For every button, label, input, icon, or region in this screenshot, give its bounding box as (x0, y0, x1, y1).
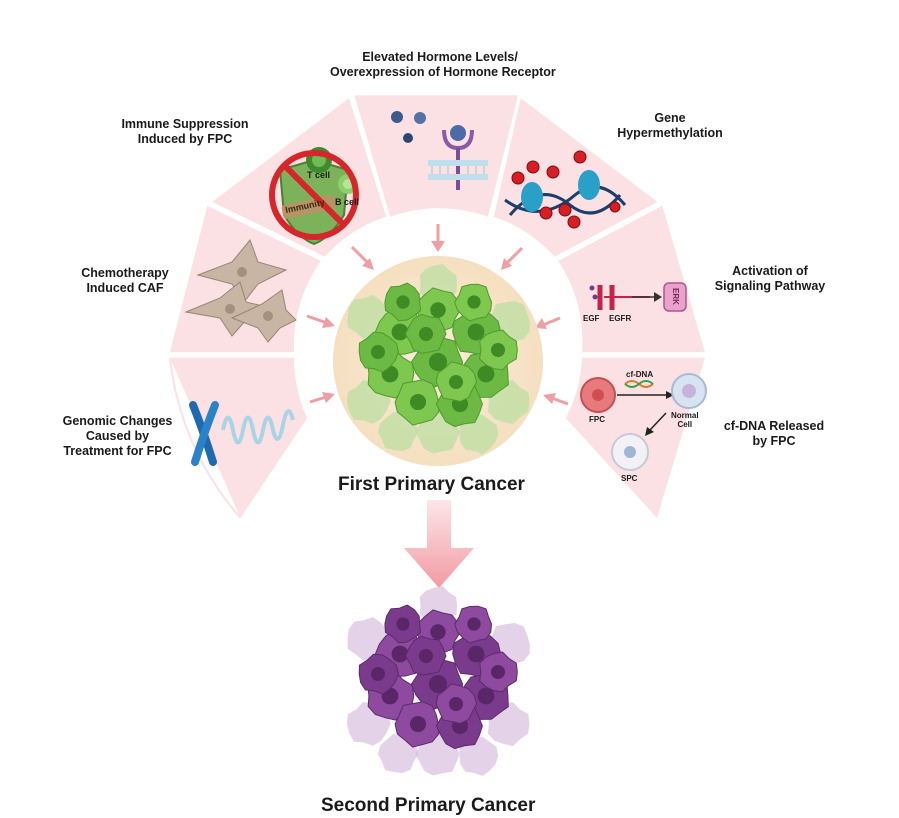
purple-nucleus (449, 697, 463, 711)
purple-nucleus (419, 649, 433, 663)
green-nucleus (477, 365, 495, 383)
green-nucleus (467, 295, 481, 309)
second-primary-cancer-title: Second Primary Cancer (321, 795, 536, 816)
label-signaling-line2: Signaling Pathway (714, 279, 826, 293)
purple-nucleus (467, 645, 485, 663)
label-hormone: Elevated Hormone Levels/ Overexpression … (330, 50, 556, 80)
green-nucleus (409, 393, 427, 411)
purple-nucleus (391, 645, 409, 663)
green-nucleus (391, 323, 409, 341)
egfr-label: EGFR (609, 314, 632, 323)
fpc-label: FPC (589, 415, 605, 424)
spc-label: SPC (621, 474, 638, 483)
label-cfdna-line2: by FPC (752, 434, 796, 448)
sector-genomic (170, 357, 308, 518)
pink-arrows (306, 224, 569, 406)
arrow-immune (350, 245, 374, 270)
cfdna-small-label: cf-DNA (626, 370, 654, 379)
green-nucleus (428, 352, 448, 372)
label-immune-line2: Induced by FPC (137, 132, 233, 146)
purple-nucleus (430, 624, 446, 640)
green-bg-cell (459, 414, 499, 454)
label-hormone-line2: Overexpression of Hormone Receptor (330, 65, 556, 79)
label-genomic-line3: Treatment for FPC (63, 444, 172, 458)
arrow-signaling (535, 316, 561, 329)
green-nucleus (430, 302, 446, 318)
egf-label: EGF (583, 314, 600, 323)
purple-bg-cell (459, 736, 499, 776)
green-nucleus (419, 327, 433, 341)
sector-signaling (558, 205, 705, 353)
sector-gene (493, 98, 658, 257)
purple-nucleus (467, 617, 481, 631)
label-gene: Gene Hypermethylation (605, 111, 735, 141)
arrow-genomic (309, 392, 335, 404)
label-signaling-line1: Activation of (732, 264, 808, 278)
normal-cell-label: Normal Cell (671, 411, 699, 429)
purple-nucleus (477, 687, 495, 705)
erk-label: ERK (670, 288, 680, 305)
label-chemo-line1: Chemotherapy (81, 266, 169, 280)
gene-hypermethylation-icon (504, 150, 627, 229)
purple-nucleus (371, 667, 385, 681)
green-nucleus (396, 295, 410, 309)
label-genomic-line1: Genomic Changes (62, 414, 173, 428)
first-primary-cancer-title: First Primary Cancer (338, 474, 525, 495)
label-hormone-line1: Elevated Hormone Levels/ (362, 50, 518, 64)
first-primary-cancer (333, 256, 543, 466)
normal-cell-line1: Normal (671, 411, 699, 420)
label-gene-line1: Gene (654, 111, 686, 125)
arrow-chemo (306, 314, 335, 328)
green-nucleus (371, 345, 385, 359)
green-nucleus (467, 323, 485, 341)
dna-strand-icon (221, 409, 295, 445)
b-cell-label: B cell (335, 197, 360, 207)
arrow-hormone (431, 224, 445, 252)
label-chemo-line2: Induced CAF (86, 281, 164, 295)
arrow-gene (501, 246, 524, 270)
green-nucleus (491, 343, 505, 357)
t-cell-label: T cell (307, 170, 331, 180)
cfdna-icon (580, 373, 707, 471)
immune-suppression-icon (269, 147, 359, 246)
arrow-cfdna (543, 393, 569, 406)
label-genomic: Genomic Changes Caused by Treatment for … (40, 414, 195, 459)
signaling-pathway-icon (589, 282, 687, 312)
label-cfdna-line1: cf-DNA Released (723, 419, 825, 433)
purple-nucleus (428, 674, 448, 694)
green-nucleus (449, 375, 463, 389)
purple-nucleus (409, 715, 427, 733)
label-chemo: Chemotherapy Induced CAF (55, 266, 195, 296)
label-genomic-line2: Caused by (85, 429, 150, 443)
label-gene-line2: Hypermethylation (617, 126, 723, 140)
label-cfdna: cf-DNA Released by FPC (704, 419, 844, 449)
progression-arrow (404, 500, 474, 588)
second-primary-cancer (346, 586, 530, 776)
sector-hormone (354, 95, 519, 217)
purple-nucleus (491, 665, 505, 679)
normal-cell-line2: Cell (677, 420, 693, 429)
label-immune: Immune Suppression Induced by FPC (100, 117, 270, 147)
label-immune-line1: Immune Suppression (121, 117, 249, 131)
purple-nucleus (396, 617, 410, 631)
caf-fibroblast-icon (184, 239, 297, 343)
chromosome-icon (189, 401, 295, 466)
label-signaling: Activation of Signaling Pathway (700, 264, 840, 294)
hormone-receptor-icon (391, 111, 488, 190)
